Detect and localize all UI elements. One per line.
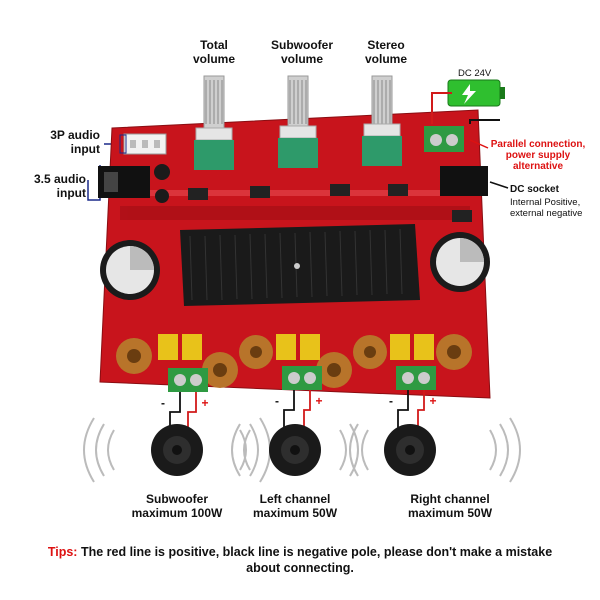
parallel-pointer-line <box>469 139 489 149</box>
terminal-left <box>282 366 322 390</box>
dc-socket-label: DC socket Internal Positive, external ne… <box>510 184 583 219</box>
parallel-connection-label: Parallel connection, power supply altern… <box>490 139 586 172</box>
film-capacitor <box>182 334 202 360</box>
subwoofer-positive-wire <box>187 392 197 440</box>
film-capacitor <box>276 334 296 360</box>
negative-wire <box>469 119 500 124</box>
positive-wire <box>431 92 452 124</box>
coil-1 <box>116 338 152 374</box>
ic-chip <box>330 184 350 196</box>
left-negative-wire <box>283 390 295 440</box>
dc-socket <box>440 166 488 196</box>
pot-subwoofer-volume <box>278 75 318 168</box>
sub-minus-label: - <box>161 396 165 410</box>
coil-5 <box>353 335 387 369</box>
heatsink-fins <box>189 228 403 301</box>
coil-2 <box>202 352 238 388</box>
left-minus-label: - <box>275 394 279 408</box>
small-capacitor <box>154 164 170 180</box>
dc-socket-pointer-line <box>489 181 509 189</box>
speaker-left <box>231 423 359 477</box>
pot-stereo-volume <box>362 75 402 166</box>
small-capacitor <box>155 189 169 203</box>
stereo-volume-label: Stereo volume <box>364 38 407 66</box>
silkscreen-components <box>120 190 470 220</box>
film-capacitor <box>390 334 410 360</box>
sub-plus-label: + <box>201 396 209 410</box>
film-capacitor <box>300 334 320 360</box>
tips-text: Tips: The red line is positive, black li… <box>40 544 560 576</box>
speaker-right-caption: Right channel maximum 50W <box>407 492 493 520</box>
capacitor-left <box>100 240 160 300</box>
terminal-subwoofer <box>168 368 208 392</box>
diode <box>452 210 472 222</box>
film-capacitor <box>414 334 434 360</box>
audio3p-highlight <box>119 134 127 154</box>
audio-3p-input-label: 3P audio input <box>50 128 100 156</box>
audio-35-input-label: 3.5 audio input <box>33 172 86 200</box>
terminal-right <box>396 366 436 390</box>
right-minus-label: - <box>389 394 393 408</box>
dc24v-label: DC 24V <box>458 68 492 79</box>
heatsink-screw <box>294 263 300 269</box>
subwoofer-volume-label: Subwoofer volume <box>271 38 333 66</box>
battery-icon <box>447 79 505 107</box>
speaker-subwoofer <box>83 417 271 483</box>
ic-chip <box>388 184 408 196</box>
right-negative-wire <box>397 390 409 440</box>
capacitor-right <box>430 232 490 292</box>
film-capacitor <box>158 334 178 360</box>
speaker-subwoofer-caption: Subwoofer maximum 100W <box>131 492 223 520</box>
pot-total-volume <box>194 75 234 170</box>
total-volume-label: Total volume <box>192 38 235 66</box>
tips-prefix: Tips: <box>47 545 78 559</box>
speaker-right <box>349 417 521 483</box>
ic-chip <box>250 186 270 198</box>
left-plus-label: + <box>315 394 323 408</box>
tips-body: The red line is positive, black line is … <box>80 545 553 575</box>
right-positive-wire <box>417 390 425 440</box>
coil-4 <box>316 352 352 388</box>
right-plus-label: + <box>429 394 437 408</box>
left-positive-wire <box>303 390 311 440</box>
coil-6 <box>436 334 472 370</box>
heatsink <box>180 224 420 306</box>
power-terminal <box>424 126 464 152</box>
ic-chip <box>188 188 208 200</box>
speaker-left-caption: Left channel maximum 50W <box>252 492 338 520</box>
coil-3 <box>239 335 273 369</box>
